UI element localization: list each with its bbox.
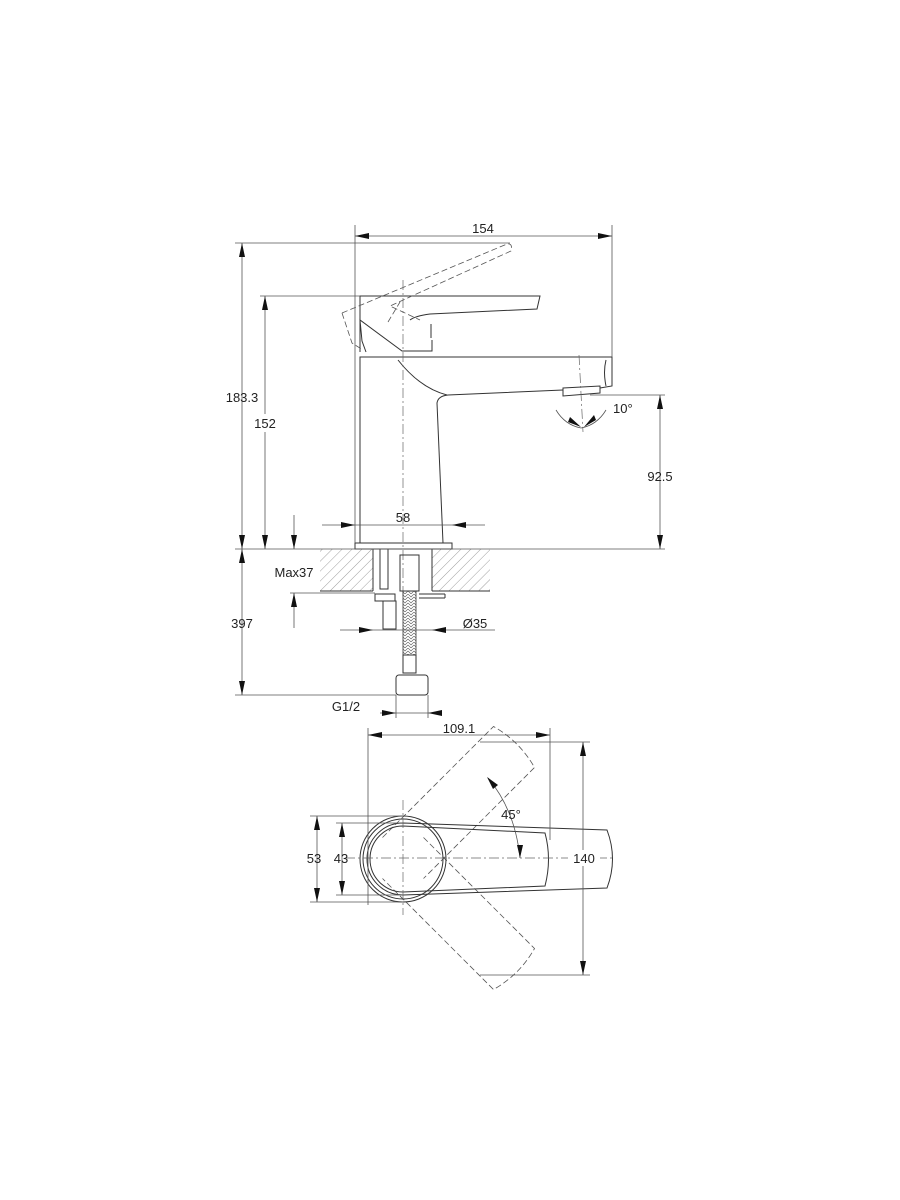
dim-lever-sweep: 140 (573, 851, 595, 866)
dim-lever-height: 152 (254, 416, 276, 431)
dim-thread: G1/2 (332, 699, 360, 714)
dim-hole-diameter: Ø35 (463, 616, 488, 631)
side-view: 154 183.3 152 10° 92.5 58 Max37 397 Ø35 … (226, 221, 673, 718)
countertop-right (432, 549, 490, 591)
lever-rotated-up (382, 725, 536, 879)
dim-overall-height: 183.3 (226, 390, 259, 405)
dim-spout-angle: 10° (613, 401, 633, 416)
top-dimension-lines (310, 728, 590, 976)
dimension-lines (235, 225, 665, 718)
lever-top (366, 822, 613, 896)
dim-hose-length: 397 (231, 616, 253, 631)
countertop-left (320, 549, 373, 591)
dim-top-length: 109.1 (443, 721, 476, 736)
top-view: 109.1 140 53 43 45° (307, 721, 615, 991)
lever-rotated-down (382, 837, 536, 991)
dim-outer-diameter: 53 (307, 851, 321, 866)
dim-base-width: 58 (396, 510, 410, 525)
dim-overall-width: 154 (472, 221, 494, 236)
dim-inner-diameter: 43 (334, 851, 348, 866)
dim-max-counter: Max37 (274, 565, 313, 580)
dim-spout-height: 92.5 (647, 469, 672, 484)
dim-lever-rotation: 45° (501, 807, 521, 822)
